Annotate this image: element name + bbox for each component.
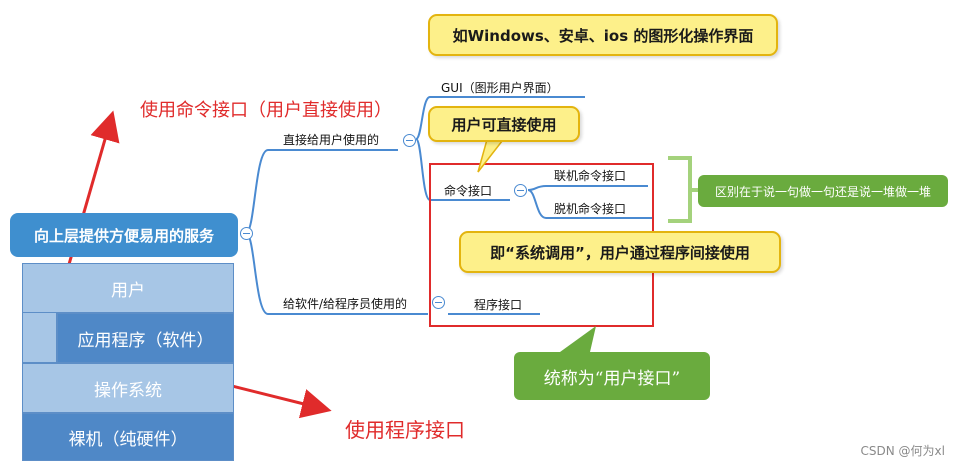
note-difference: 区别在于说一句做一句还是说一堆做一堆 (698, 175, 948, 207)
node-offline[interactable]: 脱机命令接口 (554, 202, 627, 216)
layer-os-label: 操作系统 (94, 380, 162, 401)
node-online[interactable]: 联机命令接口 (554, 169, 627, 183)
layer-app: 应用程序（软件） (57, 313, 234, 363)
root-node[interactable]: 向上层提供方便易用的服务 (10, 213, 238, 257)
branch-program[interactable]: 给软件/给程序员使用的 (283, 297, 408, 311)
branch-direct[interactable]: 直接给用户使用的 (283, 133, 380, 147)
program-collapse-toggle[interactable] (432, 296, 445, 309)
layer-app-label: 应用程序（软件） (77, 330, 214, 351)
callout-gui-examples: 如Windows、安卓、ios 的图形化操作界面 (428, 14, 778, 56)
root-collapse-toggle[interactable] (240, 227, 253, 240)
root-label: 向上层提供方便易用的服务 (33, 226, 214, 245)
callout-syscall: 即“系统调用”，用户通过程序间接使用 (459, 231, 781, 273)
annotation-program-interface: 使用程序接口 (345, 418, 465, 442)
note-user-interface: 统称为“用户接口” (514, 352, 710, 400)
annotation-command-interface: 使用命令接口（用户直接使用） (140, 100, 392, 121)
direct-collapse-toggle[interactable] (403, 134, 416, 147)
layer-user: 用户 (22, 263, 234, 313)
layer-hardware-label: 裸机（纯硬件） (68, 429, 188, 450)
layer-os: 操作系统 (22, 363, 234, 413)
command-collapse-toggle[interactable] (514, 184, 527, 197)
layer-user-label: 用户 (111, 280, 145, 301)
layer-hardware: 裸机（纯硬件） (22, 413, 234, 461)
node-command[interactable]: 命令接口 (444, 184, 493, 198)
note-difference-text: 区别在于说一句做一句还是说一堆做一堆 (714, 184, 931, 199)
node-gui[interactable]: GUI（图形用户界面） (441, 81, 559, 95)
note-user-interface-text: 统称为“用户接口” (543, 368, 681, 389)
callout-direct-use-text: 用户可直接使用 (451, 115, 557, 134)
callout-direct-use: 用户可直接使用 (428, 106, 580, 142)
node-program-interface[interactable]: 程序接口 (474, 298, 523, 312)
layer-user-extension (22, 313, 57, 363)
callout-syscall-text: 即“系统调用”，用户通过程序间接使用 (490, 243, 750, 262)
callout-gui-examples-text: 如Windows、安卓、ios 的图形化操作界面 (452, 26, 754, 45)
watermark: CSDN @何为xl (860, 444, 945, 458)
